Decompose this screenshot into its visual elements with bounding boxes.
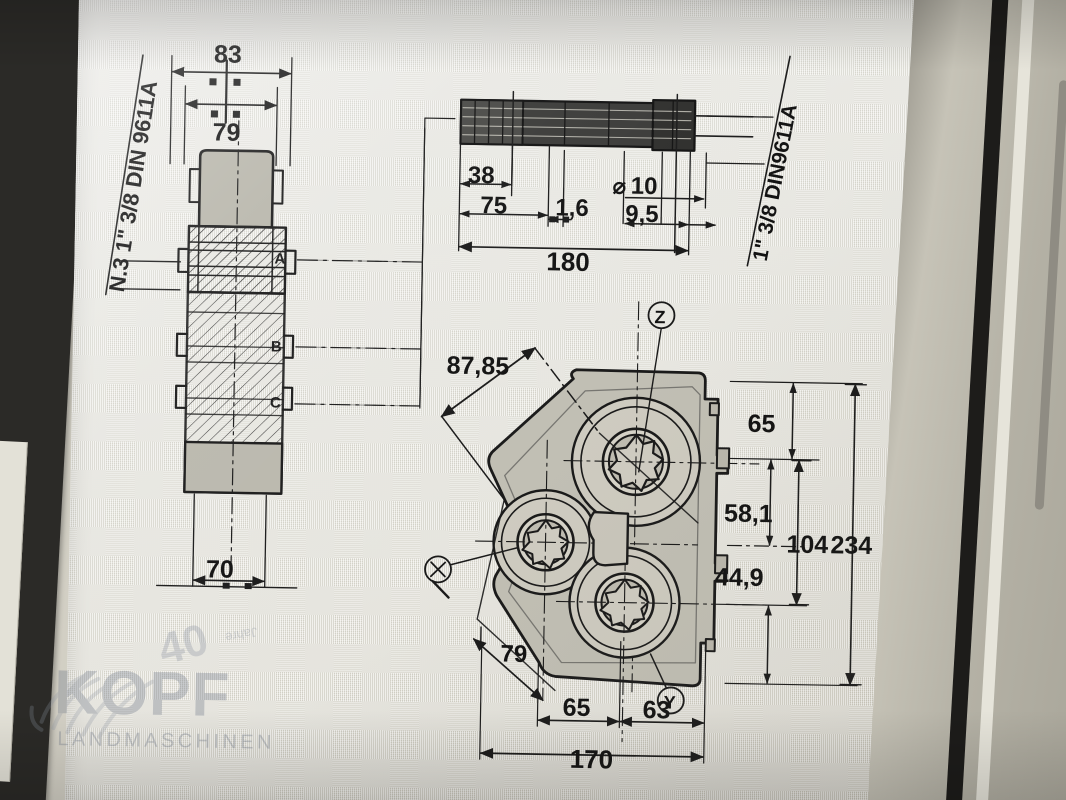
dim-70: 70	[206, 555, 234, 583]
dim-75: 75	[480, 192, 507, 219]
section-mark-c: C	[270, 394, 281, 411]
dim-83-79	[169, 54, 293, 167]
dim-79-top: 79	[212, 118, 240, 146]
dim-8785	[440, 347, 601, 501]
dim-104: 104	[786, 530, 828, 559]
left-side-view	[174, 120, 297, 576]
dim-170: 170	[569, 744, 613, 775]
detail-mark-x	[424, 547, 519, 599]
dim-87-85: 87,85	[446, 351, 509, 380]
dim-83: 83	[214, 40, 242, 68]
dim-44-9: 44,9	[715, 563, 764, 592]
dim-63: 63	[642, 696, 670, 724]
right-dims	[724, 380, 868, 687]
detail-label-z: Z	[654, 307, 665, 327]
dim-234: 234	[830, 531, 872, 560]
detail-mark-y	[649, 653, 685, 715]
diameter-icon: ⌀	[613, 173, 627, 198]
dim-10-value: 10	[631, 173, 658, 200]
dim-1-6: 1,6	[555, 194, 589, 222]
top-view-dims	[457, 144, 717, 256]
dim-65-right: 65	[747, 410, 775, 438]
dim-65-bottom: 65	[562, 694, 590, 722]
dim-58-1: 58,1	[724, 499, 773, 528]
dim-9-5: 9,5	[625, 201, 659, 229]
dim-79-bottom	[472, 626, 544, 702]
front-view	[474, 301, 768, 743]
detail-label-y: Y	[664, 692, 676, 712]
dim-diameter-10: ⌀ 10	[613, 173, 658, 200]
top-shaft-view	[459, 90, 754, 254]
section-mark-a: A	[274, 250, 285, 267]
section-mark-b: B	[271, 338, 282, 355]
dim-70	[156, 493, 298, 590]
bottom-dims	[479, 640, 707, 764]
dim-38: 38	[468, 162, 495, 189]
dim-79-bottom: 79	[500, 640, 527, 667]
spec-label-right: 1" 3/8 DIN9611A	[749, 102, 802, 263]
bore-bottom	[555, 521, 768, 743]
bore-top	[563, 301, 760, 693]
dim-180: 180	[546, 246, 590, 277]
detail-mark-z	[638, 301, 676, 473]
